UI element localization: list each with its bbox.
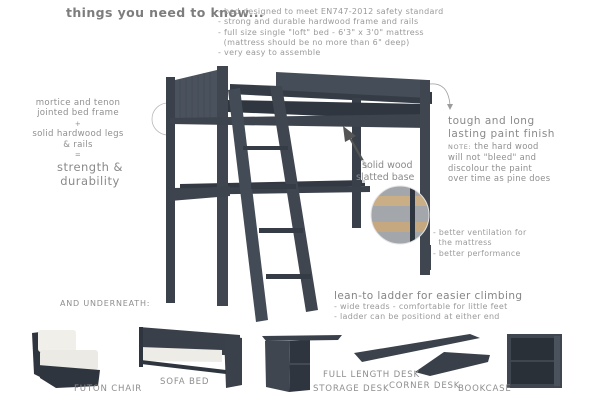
slats-callout: solid wood slatted base xyxy=(356,160,415,183)
note-label: NOTE: xyxy=(448,143,472,151)
product-label-storage-desk: STORAGE DESK xyxy=(313,384,390,394)
product-label-full-length-desk: FULL LENGTH DESK xyxy=(323,370,420,380)
slats-title: slatted base xyxy=(356,171,415,183)
benefit-item: the mattress xyxy=(433,238,492,248)
storage-desk-image xyxy=(262,335,342,392)
paint-title: lasting paint finish xyxy=(448,128,555,140)
arrow-icon xyxy=(343,126,356,142)
page-title: things you need to know... xyxy=(66,5,265,20)
paint-title: tough and long xyxy=(448,115,535,127)
futon-chair-image xyxy=(32,330,100,388)
callout-line: = xyxy=(74,151,82,160)
slat-detail-photo xyxy=(371,186,429,244)
benefit-item: - better ventilation for xyxy=(433,228,527,237)
feature-item: (mattress should be no more than 6" deep… xyxy=(218,37,410,47)
callout-line: solid hardwood legs xyxy=(32,129,124,140)
slat-benefits: - better ventilation for the mattress - … xyxy=(433,228,527,259)
product-label-futon-chair: FUTON CHAIR xyxy=(74,384,143,394)
note-text: over time as pine does xyxy=(448,173,551,184)
callout-line: & rails xyxy=(63,139,93,150)
curved-arrow-icon xyxy=(429,83,451,106)
callout-line: + xyxy=(74,119,82,128)
detail-circle-icon xyxy=(151,102,169,136)
ladder-callout: lean-to ladder for easier climbing - wid… xyxy=(334,290,522,323)
ladder-title: lean-to ladder for easier climbing xyxy=(334,290,523,302)
ladder-bullet: - ladder can be positiond at either end xyxy=(334,312,500,322)
callout-line: mortice and tenon xyxy=(35,98,121,108)
joinery-callout: mortice and tenon jointed bed frame + so… xyxy=(18,98,138,160)
note-text: will not "bleed" and xyxy=(448,152,537,163)
full-length-desk-image xyxy=(354,334,480,362)
feature-item: - full size single "loft" bed - 6'3" x 3… xyxy=(218,27,424,37)
product-label-corner-desk: CORNER DESK xyxy=(389,381,461,391)
corner-desk-image xyxy=(415,352,490,376)
ladder-bullet: - wide treads - comfortable for little f… xyxy=(334,302,508,311)
bookcase-image xyxy=(507,334,562,388)
benefit-item: - better performance xyxy=(433,248,521,258)
strength-durability-label: strength & durability xyxy=(56,160,124,188)
paint-callout: tough and long lasting paint finish NOTE… xyxy=(448,115,555,184)
product-label-sofa-bed: SOFA BED xyxy=(160,377,210,387)
underneath-heading: AND UNDERNEATH: xyxy=(60,299,151,308)
note-text: the hard wood xyxy=(474,141,539,151)
callout-line: jointed bed frame xyxy=(37,108,119,119)
sofa-bed-image xyxy=(139,327,242,388)
product-label-bookcase: BOOKCASE xyxy=(458,384,512,394)
feature-list: - bed designed to meet EN747-2012 safety… xyxy=(218,7,444,58)
feature-item: - very easy to assemble xyxy=(218,48,321,58)
note-text: discolour the paint xyxy=(448,162,533,173)
feature-item: - strong and durable hardwood frame and … xyxy=(218,17,419,27)
slats-title: solid wood xyxy=(362,160,413,171)
feature-item: - bed designed to meet EN747-2012 safety… xyxy=(218,7,444,16)
